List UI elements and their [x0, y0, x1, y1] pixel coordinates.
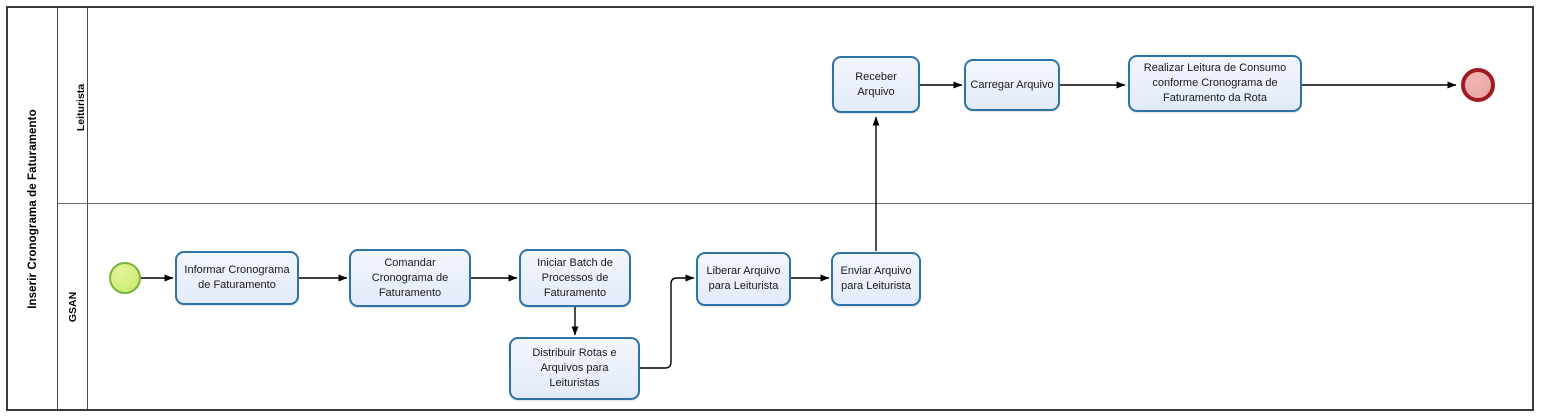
task-iniciar-batch[interactable]: Iniciar Batch de Processos de Faturament…	[519, 249, 631, 307]
task-enviar-arquivo-label: Enviar Arquivo para Leiturista	[840, 265, 912, 292]
pool-title: Inserir Cronograma de Faturamento	[26, 108, 39, 309]
task-carregar-arquivo-label: Carregar Arquivo	[970, 78, 1054, 91]
lane-label-gsan: GSAN	[58, 203, 88, 409]
task-enviar-arquivo[interactable]: Enviar Arquivo para Leiturista	[831, 252, 921, 306]
task-distribuir-rotas[interactable]: Distribuir Rotas e Arquivos para Leituri…	[509, 337, 640, 400]
pool-title-column: Inserir Cronograma de Faturamento	[8, 8, 58, 409]
start-event[interactable]	[109, 262, 141, 294]
pool-inserir-cronograma-de-faturamento: Inserir Cronograma de Faturamento Leitur…	[6, 6, 1534, 411]
end-event[interactable]	[1461, 68, 1495, 102]
task-carregar-arquivo[interactable]: Carregar Arquivo	[964, 59, 1060, 111]
task-comandar-cronograma-label: Comandar Cronograma de Faturamento	[371, 256, 449, 299]
lane-label-leiturista-text: Leiturista	[75, 83, 88, 132]
lane-label-leiturista: Leiturista	[58, 8, 88, 203]
task-receber-arquivo-label: Receber Arquivo	[855, 70, 897, 98]
task-receber-arquivo[interactable]: Receber Arquivo	[832, 56, 920, 113]
lane-label-column: Leiturista GSAN	[58, 8, 88, 409]
lane-divider-inner	[88, 203, 1532, 204]
task-realizar-leitura-label: Realizar Leitura de Consumo conforme Cro…	[1143, 62, 1287, 104]
lane-label-gsan-text: GSAN	[67, 291, 80, 323]
task-comandar-cronograma[interactable]: Comandar Cronograma de Faturamento	[349, 249, 471, 307]
task-distribuir-rotas-label: Distribuir Rotas e Arquivos para Leituri…	[532, 347, 617, 389]
task-informar-cronograma[interactable]: Informar Cronograma de Faturamento	[175, 251, 299, 305]
task-iniciar-batch-label: Iniciar Batch de Processos de Faturament…	[537, 256, 613, 299]
task-informar-cronograma-label: Informar Cronograma de Faturamento	[184, 264, 290, 291]
task-liberar-arquivo-label: Liberar Arquivo para Leiturista	[706, 265, 781, 292]
task-realizar-leitura[interactable]: Realizar Leitura de Consumo conforme Cro…	[1128, 55, 1302, 112]
task-liberar-arquivo[interactable]: Liberar Arquivo para Leiturista	[696, 252, 791, 306]
